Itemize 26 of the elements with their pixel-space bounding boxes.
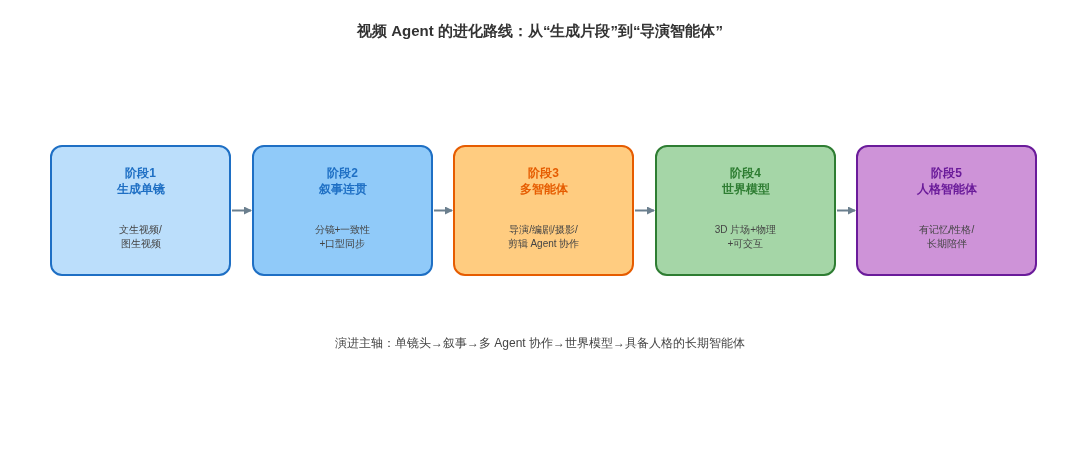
stage-box — [856, 145, 1037, 276]
stage-heading: 生成单镜 — [116, 181, 165, 197]
stage-heading: 阶段2 — [327, 165, 358, 181]
stage-heading: 人格智能体 — [916, 181, 977, 197]
stage-heading: 多智能体 — [519, 181, 568, 197]
stage-box — [50, 145, 231, 276]
stage-description: 导演/编剧/摄影/剪辑 Agent 协作 — [506, 223, 581, 251]
arrow — [433, 206, 453, 215]
stage-box — [655, 145, 836, 276]
stage-description: 有记忆/性格/长期陪伴 — [917, 223, 976, 251]
stage-heading: 叙事连贯 — [318, 181, 367, 197]
diagram-title: 视频 Agent 的进化路线：从“生成片段”到“导演智能体” — [357, 21, 723, 41]
stage-box — [453, 145, 634, 276]
stage-heading: 阶段5 — [931, 165, 962, 181]
arrow — [634, 206, 655, 215]
arrow — [231, 206, 252, 215]
stage-heading: 阶段3 — [528, 165, 559, 181]
stage-description: 3D 片场+物理+可交互 — [713, 223, 778, 251]
stage-heading: 世界模型 — [721, 181, 770, 197]
stage-heading: 阶段1 — [125, 165, 156, 181]
stage-description: 文生视频/图生视频 — [118, 223, 163, 251]
stage-description: 分镜+一致性+口型同步 — [313, 223, 372, 251]
stage-heading: 阶段4 — [730, 165, 761, 181]
stage-box — [252, 145, 433, 276]
arrow — [836, 206, 856, 215]
caption: 演进主轴：单镜头→叙事→多 Agent 协作→世界模型→具备人格的长期智能体 — [335, 335, 745, 352]
